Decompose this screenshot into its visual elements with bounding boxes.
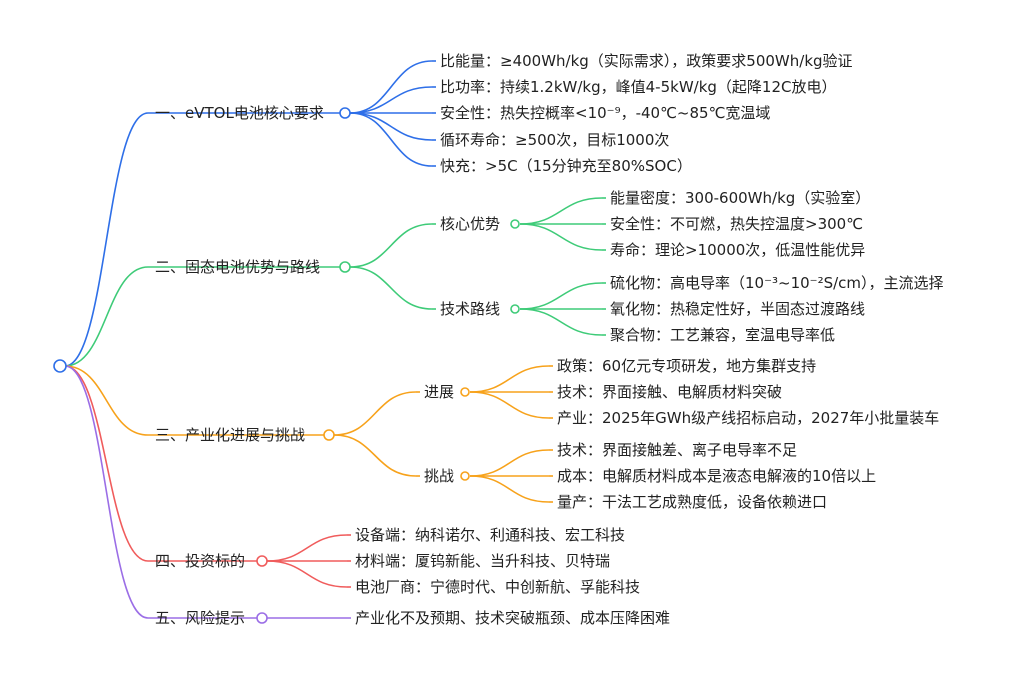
- branch-3-group-2-item-2: 成本：电解质材料成本是液态电解液的10倍以上: [557, 467, 877, 485]
- branch-2-group-2-label: 技术路线: [440, 300, 501, 318]
- branch-3-group-1-node: [460, 387, 470, 397]
- branch-3-group-2-node: [460, 471, 470, 481]
- branch-5-label: 五、风险提示: [155, 609, 246, 627]
- branch-2-group-1-item-3-connector: [519, 223, 603, 251]
- branch-2-group-1-label: 核心优势: [440, 215, 501, 233]
- root-node: [53, 359, 67, 373]
- branch-4-item-1: 设备端：纳科诺尔、利通科技、宏工科技: [355, 526, 626, 544]
- branch-1-item-2: 比功率：持续1.2kW/kg，峰值4-5kW/kg（起降12C放电）: [440, 78, 837, 96]
- branch-3-group-2-item-1-connector: [469, 449, 550, 477]
- branch-1-item-4-connector: [349, 112, 433, 141]
- branch-5-item-1: 产业化不及预期、技术突破瓶颈、成本压降困难: [355, 609, 671, 627]
- branch-2-label: 二、固态电池优势与路线: [155, 258, 321, 276]
- branch-1-item-1: 比能量：≥400Wh/kg（实际需求），政策要求500Wh/kg验证: [440, 52, 853, 70]
- branch-3-group-1-item-1: 政策：60亿元专项研发，地方集群支持: [557, 357, 817, 375]
- branch-2-group-2-item-1-connector: [519, 282, 603, 310]
- branch-2-group-2-connector: [349, 266, 433, 310]
- branch-2-group-2-item-3: 聚合物：工艺兼容，室温电导率低: [610, 326, 836, 344]
- branch-1-item-5-connector: [349, 112, 433, 167]
- branch-3-group-2-label: 挑战: [424, 467, 455, 485]
- branch-3-group-1-item-3: 产业：2025年GWh级产线招标启动，2027年小批量装车: [557, 409, 940, 427]
- branch-3-group-1-item-3-connector: [469, 391, 550, 419]
- branch-5-connector: [64, 365, 149, 619]
- branch-3-group-1-item-1-connector: [469, 365, 550, 393]
- branch-3-group-1-connector: [333, 391, 417, 436]
- branch-2-group-2-item-1: 硫化物：高电导率（10⁻³~10⁻²S/cm），主流选择: [610, 274, 944, 292]
- branch-1-item-1-connector: [349, 60, 433, 114]
- branch-4-node: [256, 555, 268, 567]
- branch-3-group-2-item-3-connector: [469, 475, 550, 503]
- branch-2-group-1-connector: [349, 223, 433, 268]
- branch-3-connector: [64, 365, 149, 436]
- branch-2-group-2-item-2: 氧化物：热稳定性好，半固态过渡路线: [610, 300, 866, 318]
- branch-4-item-1-connector: [266, 534, 348, 562]
- branch-2-group-1-item-2: 安全性：不可燃，热失控温度>300℃: [610, 215, 864, 233]
- branch-4-item-3: 电池厂商：宁德时代、中创新航、孚能科技: [355, 578, 641, 596]
- branch-1-item-3: 安全性：热失控概率<10⁻⁹，-40℃~85℃宽温域: [440, 104, 771, 122]
- branch-2-connector: [64, 266, 149, 367]
- branch-2-group-2-node: [510, 304, 520, 314]
- branch-3-group-2-connector: [333, 434, 417, 477]
- branch-1-item-4: 循环寿命：≥500次，目标1000次: [440, 131, 670, 149]
- branch-4-label: 四、投资标的: [155, 552, 246, 570]
- branch-2-group-2-item-3-connector: [519, 308, 603, 336]
- branch-2-group-1-item-1: 能量密度：300-600Wh/kg（实验室）: [610, 189, 871, 207]
- branch-2-group-1-item-3: 寿命：理论>10000次，低温性能优异: [610, 241, 866, 259]
- branch-1-item-2-connector: [349, 86, 433, 114]
- branch-3-group-1-item-2: 技术：界面接触、电解质材料突破: [557, 383, 783, 401]
- branch-3-node: [323, 429, 335, 441]
- branch-4-item-3-connector: [266, 560, 348, 588]
- branch-1-connector: [64, 112, 149, 367]
- branch-4-connector: [64, 365, 149, 562]
- branch-3-group-1-label: 进展: [424, 383, 455, 401]
- branch-3-group-2-item-3: 量产：干法工艺成熟度低，设备依赖进口: [557, 493, 828, 511]
- branch-1-label: 一、eVTOL电池核心要求: [155, 104, 324, 122]
- branch-1-node: [339, 107, 351, 119]
- branch-3-label: 三、产业化进展与挑战: [155, 426, 306, 444]
- branch-1-item-5: 快充：>5C（15分钟充至80%SOC）: [440, 157, 692, 175]
- branch-2-node: [339, 261, 351, 273]
- branch-4-item-2: 材料端：厦钨新能、当升科技、贝特瑞: [355, 552, 611, 570]
- branch-2-group-1-item-1-connector: [519, 197, 603, 225]
- branch-5-node: [256, 612, 268, 624]
- branch-2-group-1-node: [510, 219, 520, 229]
- branch-3-group-2-item-1: 技术：界面接触差、离子电导率不足: [557, 441, 798, 459]
